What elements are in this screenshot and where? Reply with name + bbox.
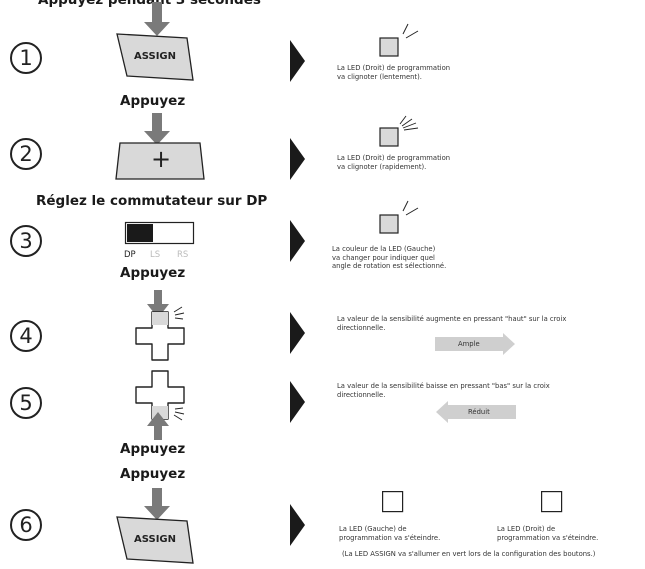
step2-plus-button (115, 142, 205, 180)
step-number-2: 2 (10, 138, 42, 170)
step4-ample-arrow (435, 333, 515, 355)
step2-desc: La LED (Droit) de programmation va clign… (337, 154, 451, 171)
step5-under-caption-2: Appuyez (120, 466, 186, 482)
step4-press-arrow (147, 290, 169, 318)
step2-chevron (290, 138, 305, 180)
step4-chevron (290, 312, 305, 354)
step3-slide-switch (124, 221, 195, 245)
step1-desc: La LED (Droit) de programmation va clign… (337, 64, 451, 81)
step3-chevron (290, 220, 305, 262)
step4-arrow-label: Ample (458, 340, 480, 348)
step3-switch-label-ls: LS (150, 250, 161, 260)
step2-press-arrow (144, 113, 170, 145)
step4-press-lines (173, 306, 185, 320)
step4-dpad-icon (135, 311, 185, 361)
step3-desc: La couleur de la LED (Gauche) va changer… (332, 245, 447, 271)
step6-note: (La LED ASSIGN va s'allumer en vert lors… (342, 550, 596, 558)
step5-under-caption-1: Appuyez (120, 441, 186, 457)
step5-chevron (290, 381, 305, 423)
step5-arrow-label: Réduit (468, 408, 490, 416)
step3-switch-label-dp: DP (124, 250, 136, 260)
step-number-1: 1 (10, 42, 42, 74)
step2-led-icon (379, 115, 419, 147)
step1-led-icon (379, 23, 419, 57)
step5-reduit-arrow (436, 401, 516, 423)
step-number-6: 6 (10, 509, 42, 541)
step2-plus-label: + (151, 145, 172, 173)
step6-led-left-icon (382, 491, 404, 513)
step5-desc: La valeur de la sensibilité baisse en pr… (337, 382, 550, 399)
step6-press-arrow (144, 488, 170, 520)
step6-led-right-icon (541, 491, 563, 513)
step6-led-right-desc: La LED (Droit) de programmation va s'éte… (497, 525, 599, 542)
step5-press-arrow (147, 412, 169, 440)
step6-led-left-desc: La LED (Gauche) de programmation va s'ét… (339, 525, 441, 542)
step6-chevron (290, 504, 305, 546)
step-number-3: 3 (10, 225, 42, 257)
step1-assign-button (116, 33, 194, 81)
step3-under-caption: Appuyez (120, 265, 186, 281)
step1-chevron (290, 40, 305, 82)
step4-desc: La valeur de la sensibilité augmente en … (337, 315, 567, 332)
step1-under-caption: Appuyez (120, 93, 186, 109)
step-number-5: 5 (10, 387, 42, 419)
step1-assign-label: ASSIGN (134, 51, 176, 62)
step5-press-lines (173, 407, 185, 421)
step6-assign-label: ASSIGN (134, 534, 176, 545)
step2-under-caption: Réglez le commutateur sur DP (36, 193, 268, 209)
step3-led-icon (379, 200, 419, 234)
step3-switch-label-rs: RS (177, 250, 189, 260)
step1-top-caption: Appuyez pendant 3 secondes (38, 0, 261, 8)
step1-press-arrow (144, 2, 170, 36)
step-number-4: 4 (10, 320, 42, 352)
step6-assign-button (116, 516, 194, 564)
